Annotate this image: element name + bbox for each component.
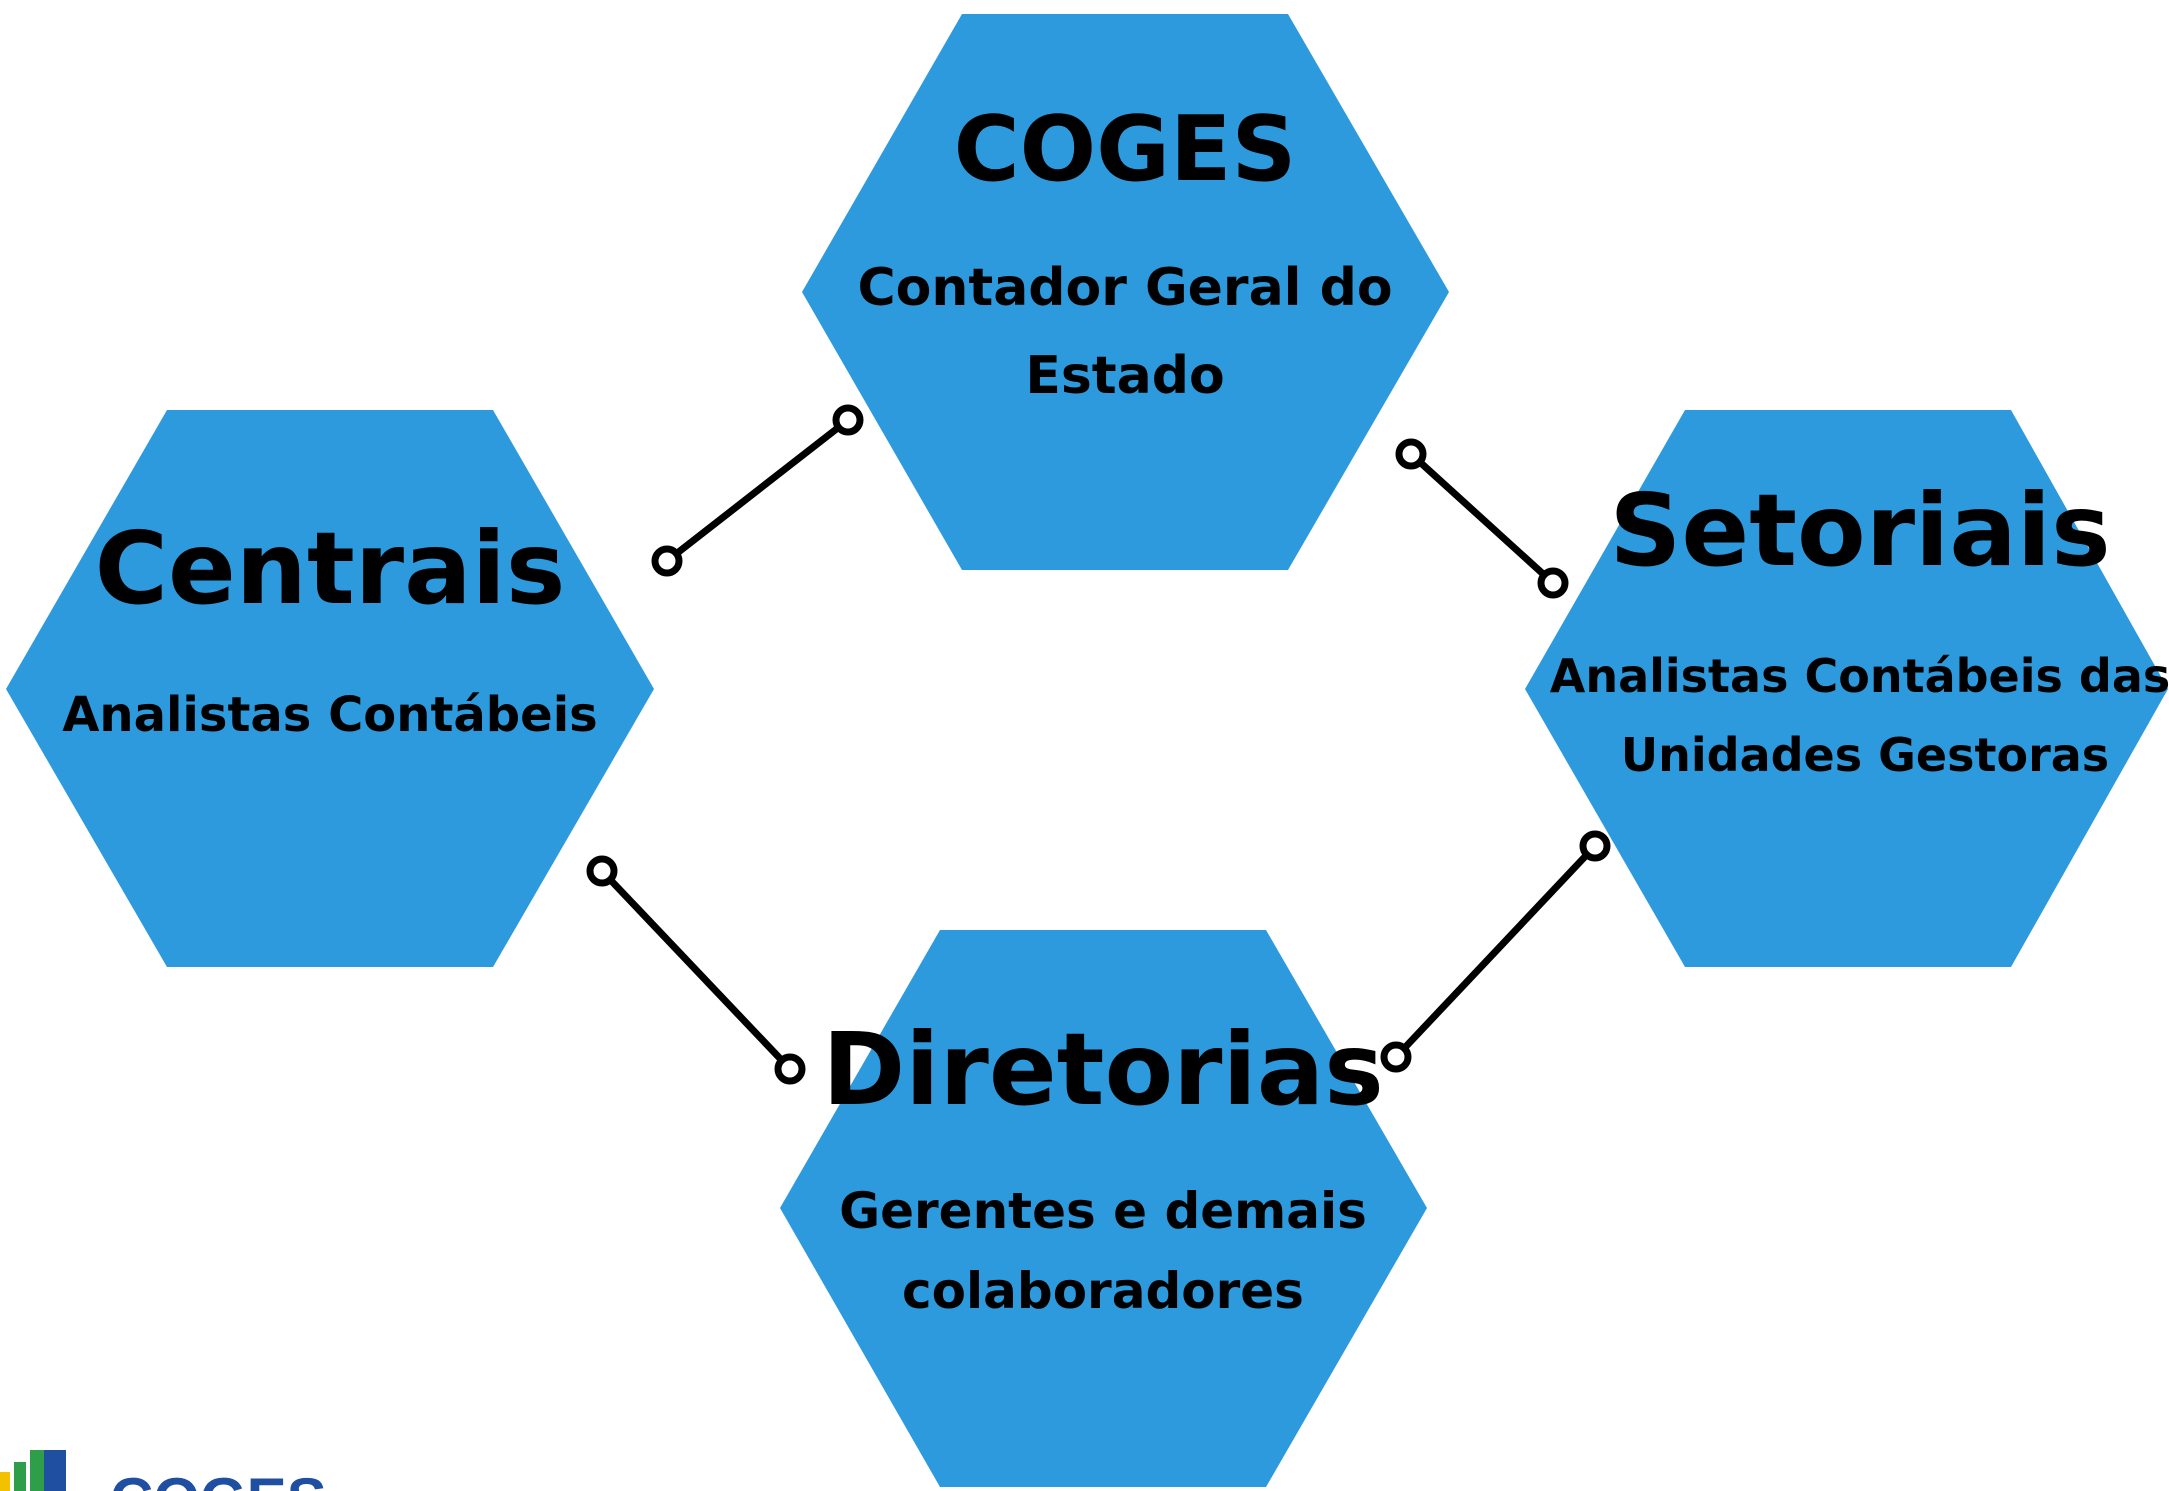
- connector-centrais-diretorias: [586, 855, 806, 1085]
- node-coges-line2: Estado: [1025, 346, 1224, 406]
- hexagon-setoriais: [1525, 410, 2168, 967]
- coges-logo: COGES: [0, 1450, 327, 1491]
- connector-endpoint: [586, 855, 618, 887]
- connector-coges-setoriais: [1395, 438, 1569, 599]
- connector-setoriais-diretorias: [1380, 830, 1611, 1073]
- node-coges-title: COGES: [954, 97, 1297, 202]
- connector-coges-centrais: [651, 404, 864, 577]
- node-diretorias-title: Diretorias: [822, 1011, 1384, 1128]
- node-diretorias-line1: Gerentes e demais: [839, 1182, 1367, 1240]
- connector-endpoint: [1537, 567, 1569, 599]
- node-coges-line1: Contador Geral do: [857, 258, 1392, 318]
- node-coges: COGES Contador Geral do Estado: [802, 14, 1449, 570]
- connector-endpoint: [1579, 830, 1611, 862]
- node-centrais: Centrais Analistas Contábeis: [6, 410, 654, 967]
- node-centrais-title: Centrais: [95, 510, 566, 627]
- bar-chart-logo-icon: [0, 1450, 66, 1491]
- connector-endpoint: [651, 545, 683, 577]
- node-centrais-line1: Analistas Contábeis: [62, 687, 597, 743]
- node-setoriais-line2: Unidades Gestoras: [1621, 728, 2109, 782]
- node-diretorias: Diretorias Gerentes e demais colaborador…: [780, 930, 1427, 1487]
- hexagon-diretorias: [780, 930, 1427, 1487]
- logo-text: COGES: [110, 1466, 327, 1491]
- hexagon-coges: [802, 14, 1449, 570]
- hexagon-centrais: [6, 410, 654, 967]
- connector-endpoint: [774, 1053, 806, 1085]
- connector-endpoint: [1380, 1041, 1412, 1073]
- connector-endpoint: [832, 404, 864, 436]
- connector-endpoint: [1395, 438, 1427, 470]
- node-setoriais-title: Setoriais: [1609, 472, 2110, 589]
- node-diretorias-line2: colaboradores: [902, 1262, 1304, 1320]
- node-setoriais: Setoriais Analistas Contábeis das Unidad…: [1525, 410, 2169, 967]
- node-setoriais-line1: Analistas Contábeis das: [1550, 649, 2169, 703]
